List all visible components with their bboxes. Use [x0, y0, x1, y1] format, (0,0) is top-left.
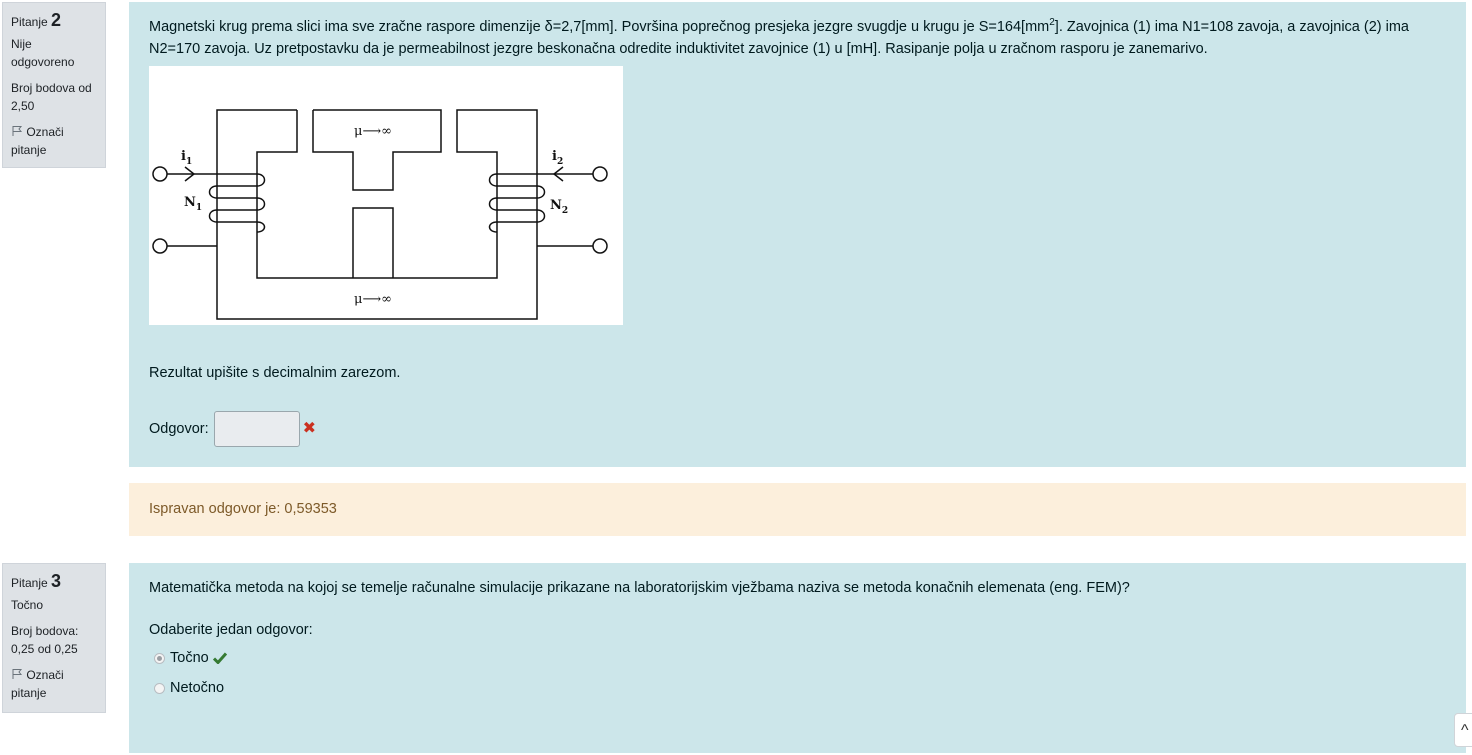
question-2-info: Pitanje 2 Nije odgovoreno Broj bodova od…: [2, 2, 106, 168]
flag-question-2-link[interactable]: Označi pitanje: [11, 125, 64, 157]
correct-answer-feedback: Ispravan odgovor je: 0,59353: [129, 483, 1466, 536]
current-arrow-right: [552, 166, 564, 182]
flag-icon: [12, 669, 23, 679]
turns-label-n2: N: [550, 198, 562, 213]
question-3-grade: Broj bodova: 0,25 od 0,25: [11, 624, 79, 656]
current-label-i1: i: [181, 149, 186, 164]
scroll-to-top-button[interactable]: ^: [1454, 713, 1472, 747]
radio-netocno[interactable]: [154, 682, 165, 694]
choice-prompt: Odaberite jedan odgovor:: [149, 622, 313, 638]
answer-hint: Rezultat upišite s decimalnim zarezom.: [149, 365, 401, 381]
question-2-content: Magnetski krug prema slici ima sve zračn…: [129, 2, 1466, 467]
turns-label-n1: N: [184, 195, 196, 210]
option-netocno[interactable]: Netočno: [149, 675, 1446, 701]
question-3-text: Matematička metoda na kojoj se temelje r…: [149, 580, 1130, 596]
terminal-right-top: [592, 166, 608, 182]
option-tocno[interactable]: Točno: [149, 645, 1446, 671]
current-label-i2: i: [552, 149, 557, 164]
answer-row: Odgovor: ✖: [149, 411, 1446, 447]
option-netocno-label: Netočno: [170, 680, 225, 696]
answer-label: Odgovor:: [149, 421, 209, 437]
incorrect-icon: ✖: [302, 420, 317, 437]
option-tocno-label: Točno: [170, 650, 209, 666]
magnetic-circuit-figure: μ⟶∞ μ⟶∞ i1 i2 N1 N2: [149, 66, 623, 325]
core-outline-middle: [352, 207, 394, 278]
core-outline-left: [216, 109, 538, 320]
flag-question-3-link[interactable]: Označi pitanje: [11, 668, 64, 700]
question-2-number: Pitanje 2: [11, 10, 62, 30]
question-3-number: Pitanje 3: [11, 571, 62, 591]
terminal-left-bottom: [152, 238, 168, 254]
radio-tocno[interactable]: [154, 652, 165, 664]
answer-input[interactable]: [213, 411, 300, 447]
mu-label-top: μ⟶∞: [354, 124, 392, 139]
question-2-grade: Broj bodova od 2,50: [11, 81, 92, 113]
question-3-info: Pitanje 3 Točno Broj bodova: 0,25 od 0,2…: [2, 563, 106, 713]
question-2-state: Nije odgovoreno: [11, 37, 75, 69]
question-3-content: Matematička metoda na kojoj se temelje r…: [129, 563, 1466, 753]
terminal-left-top: [152, 166, 168, 182]
flag-icon: [12, 126, 23, 136]
mu-label-bottom: μ⟶∞: [354, 292, 392, 307]
svg-text:i2: i2: [552, 149, 563, 167]
svg-text:N1: N1: [184, 195, 202, 213]
core-outline-top: [312, 109, 442, 191]
question-3-state: Točno: [11, 598, 44, 612]
magnetic-circuit-diagram: μ⟶∞ μ⟶∞ i1 i2 N1 N2: [152, 109, 608, 320]
terminal-right-bottom: [592, 238, 608, 254]
current-arrow-left: [184, 166, 196, 182]
correct-check-icon: [212, 652, 227, 664]
svg-text:N2: N2: [550, 198, 568, 216]
svg-text:i1: i1: [181, 149, 192, 167]
question-2-text: Magnetski krug prema slici ima sve zračn…: [149, 17, 1409, 57]
chevron-up-icon: ^: [1461, 722, 1469, 739]
